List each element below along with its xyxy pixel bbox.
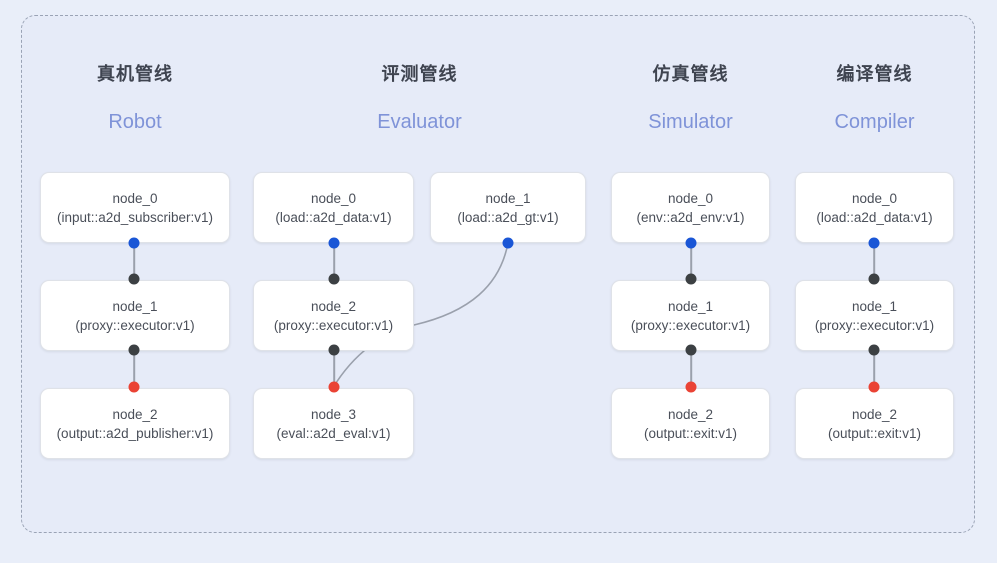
node-evaluator-0[interactable]: node_0 (load::a2d_data:v1) <box>253 172 414 243</box>
link-compiler-0-1 <box>873 243 875 279</box>
link-sim-1-2 <box>690 350 692 387</box>
port-output-evaluator-1[interactable] <box>502 237 514 249</box>
port-input-compiler-2[interactable] <box>868 381 880 393</box>
node-simulator-2[interactable]: node_2 (output::exit:v1) <box>611 388 770 459</box>
node-type: (proxy::executor:v1) <box>273 317 394 333</box>
node-type: (proxy::executor:v1) <box>630 317 751 333</box>
node-name: node_3 <box>310 406 357 422</box>
node-name: node_0 <box>667 190 714 206</box>
node-name: node_1 <box>667 298 714 314</box>
node-name: node_2 <box>851 406 898 422</box>
link-compiler-1-2 <box>873 350 875 387</box>
node-simulator-1[interactable]: node_1 (proxy::executor:v1) <box>611 280 770 351</box>
port-output-simulator-0[interactable] <box>685 237 697 249</box>
column-title-cn-simulator: 仿真管线 <box>652 64 729 84</box>
column-header-compiler: 编译管线 Compiler <box>795 63 954 134</box>
node-robot-0[interactable]: node_0 (input::a2d_subscriber:v1) <box>40 172 230 243</box>
node-type: (load::a2d_gt:v1) <box>457 209 559 225</box>
port-input-compiler-1[interactable] <box>868 273 880 285</box>
node-compiler-2[interactable]: node_2 (output::exit:v1) <box>795 388 954 459</box>
port-input-evaluator-3[interactable] <box>328 381 340 393</box>
port-output-robot-1[interactable] <box>128 344 140 356</box>
column-header-simulator: 仿真管线 Simulator <box>611 63 770 134</box>
port-input-simulator-1[interactable] <box>685 273 697 285</box>
port-input-robot-1[interactable] <box>128 273 140 285</box>
node-compiler-1[interactable]: node_1 (proxy::executor:v1) <box>795 280 954 351</box>
port-input-evaluator-2[interactable] <box>328 273 340 285</box>
column-title-cn-robot: 真机管线 <box>97 64 173 84</box>
column-title-en-simulator: Simulator <box>648 111 733 133</box>
node-evaluator-1[interactable]: node_1 (load::a2d_gt:v1) <box>430 172 586 243</box>
column-title-en-evaluator: Evaluator <box>377 111 462 133</box>
node-type: (env::a2d_env:v1) <box>636 209 745 225</box>
link-eval-0-2 <box>333 243 335 279</box>
column-title-en-robot: Robot <box>108 111 162 133</box>
node-evaluator-3[interactable]: node_3 (eval::a2d_eval:v1) <box>253 388 414 459</box>
column-title-cn-evaluator: 评测管线 <box>381 64 458 84</box>
column-header-robot: 真机管线 Robot <box>40 63 230 134</box>
port-output-robot-0[interactable] <box>128 237 140 249</box>
port-input-simulator-2[interactable] <box>685 381 697 393</box>
node-name: node_2 <box>112 406 158 422</box>
node-type: (output::exit:v1) <box>827 425 922 441</box>
node-type: (proxy::executor:v1) <box>814 317 935 333</box>
link-robot-0-1 <box>133 243 135 279</box>
node-type: (load::a2d_data:v1) <box>816 209 933 225</box>
port-input-robot-2[interactable] <box>128 381 140 393</box>
node-name: node_1 <box>851 298 898 314</box>
node-evaluator-2[interactable]: node_2 (proxy::executor:v1) <box>253 280 414 351</box>
node-name: node_2 <box>667 406 714 422</box>
port-output-simulator-1[interactable] <box>685 344 697 356</box>
node-name: node_0 <box>310 190 357 206</box>
node-robot-2[interactable]: node_2 (output::a2d_publisher:v1) <box>40 388 230 459</box>
column-header-evaluator: 评测管线 Evaluator <box>253 63 586 134</box>
node-type: (input::a2d_subscriber:v1) <box>56 209 214 225</box>
node-type: (eval::a2d_eval:v1) <box>276 425 391 441</box>
node-compiler-0[interactable]: node_0 (load::a2d_data:v1) <box>795 172 954 243</box>
port-output-evaluator-0[interactable] <box>328 237 340 249</box>
link-sim-0-1 <box>690 243 692 279</box>
node-robot-1[interactable]: node_1 (proxy::executor:v1) <box>40 280 230 351</box>
node-name: node_2 <box>310 298 357 314</box>
node-name: node_0 <box>112 190 158 206</box>
node-simulator-0[interactable]: node_0 (env::a2d_env:v1) <box>611 172 770 243</box>
port-output-evaluator-2[interactable] <box>328 344 340 356</box>
node-type: (load::a2d_data:v1) <box>275 209 392 225</box>
column-title-en-compiler: Compiler <box>834 111 915 133</box>
node-type: (output::exit:v1) <box>643 425 738 441</box>
node-type: (output::a2d_publisher:v1) <box>56 425 214 441</box>
link-robot-1-2 <box>133 350 135 387</box>
port-output-compiler-1[interactable] <box>868 344 880 356</box>
node-type: (proxy::executor:v1) <box>75 317 195 333</box>
node-name: node_1 <box>485 190 531 206</box>
port-output-compiler-0[interactable] <box>868 237 880 249</box>
column-title-cn-compiler: 编译管线 <box>836 64 913 84</box>
node-name: node_0 <box>851 190 898 206</box>
node-name: node_1 <box>112 298 158 314</box>
